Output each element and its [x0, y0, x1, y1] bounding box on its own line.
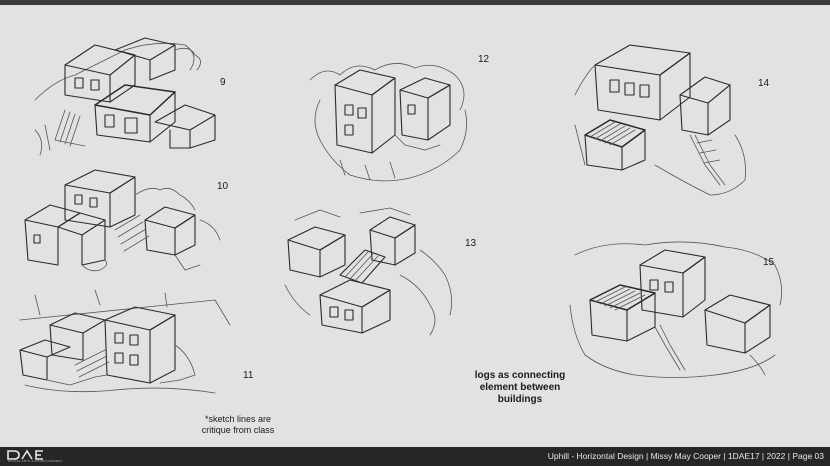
sketch-number-10: 10	[217, 181, 229, 192]
sketch-number-15: 15	[763, 257, 775, 268]
top-bar	[0, 0, 830, 5]
sketch-number-9: 9	[220, 77, 226, 88]
logo-caption: DIGITAL ARTS & ENTERTAINMENT	[8, 459, 63, 463]
house-sketch-15	[565, 235, 790, 385]
footer-credits: Uphill - Horizontal Design | Missy May C…	[547, 451, 824, 461]
logs-note: logs as connecting element between build…	[474, 370, 566, 405]
sketch-number-12: 12	[478, 54, 490, 65]
sketch-number-13: 13	[465, 238, 477, 249]
dae-logo	[6, 449, 54, 464]
house-sketch-10	[20, 165, 230, 280]
critique-note: *sketch lines are critique from class	[201, 414, 275, 435]
house-sketch-9	[25, 30, 230, 160]
sketch-number-14: 14	[758, 78, 770, 89]
house-sketch-11	[15, 285, 240, 400]
footer-bar: DIGITAL ARTS & ENTERTAINMENT Uphill - Ho…	[0, 447, 830, 466]
house-sketch-14	[570, 35, 750, 200]
house-sketch-13	[280, 205, 460, 345]
house-sketch-12	[300, 50, 475, 190]
sketch-number-11: 11	[243, 370, 254, 381]
